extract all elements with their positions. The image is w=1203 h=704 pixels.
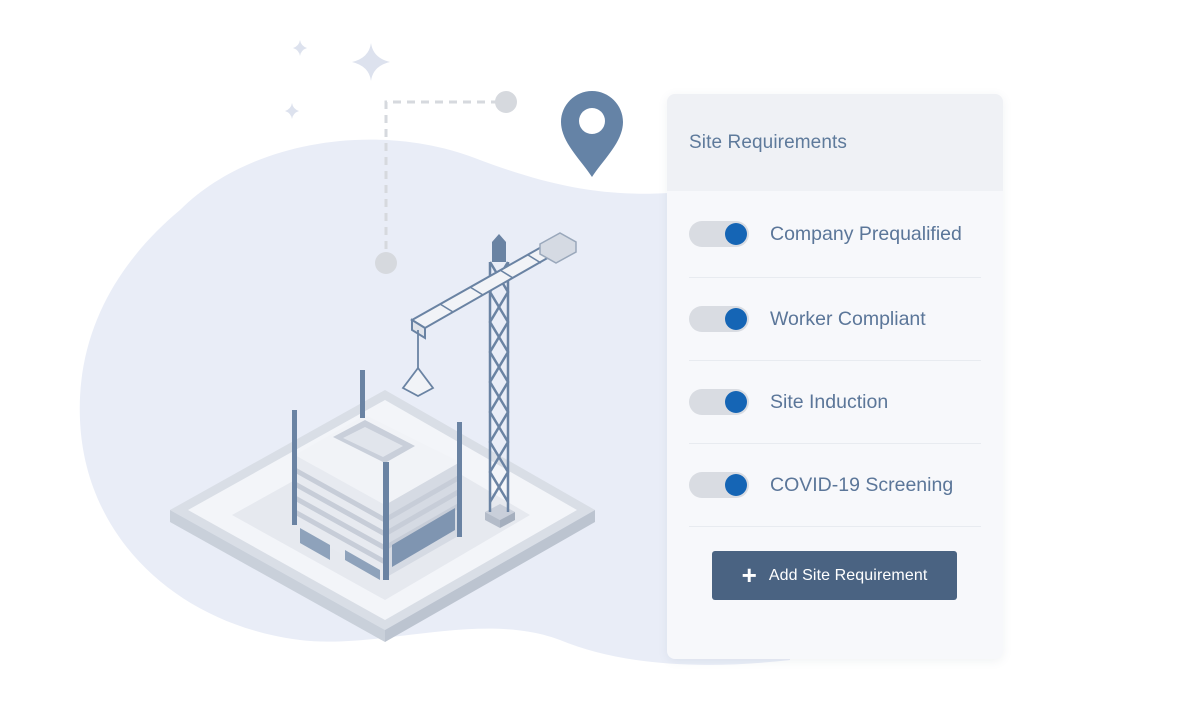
plus-icon: + — [741, 559, 757, 590]
requirement-toggle[interactable] — [689, 389, 749, 415]
panel-header: Site Requirements — [667, 94, 1003, 191]
requirement-row: COVID-19 Screening — [689, 444, 981, 527]
sparkle-icon — [285, 103, 299, 119]
requirement-toggle[interactable] — [689, 472, 749, 498]
requirement-label: Worker Compliant — [770, 307, 926, 330]
toggle-knob — [725, 474, 747, 496]
site-requirements-panel: Site Requirements Company Prequalified W… — [667, 94, 1003, 659]
add-site-requirement-button[interactable]: + Add Site Requirement — [712, 551, 957, 600]
dashed-connector — [384, 100, 505, 263]
building — [292, 370, 462, 580]
tower-crane — [401, 232, 577, 528]
connector-dot — [495, 91, 517, 113]
connector-dot — [375, 252, 397, 274]
toggle-knob — [725, 391, 747, 413]
requirements-list: Company Prequalified Worker Compliant Si… — [667, 191, 1003, 527]
requirement-label: Company Prequalified — [770, 222, 962, 245]
toggle-knob — [725, 223, 747, 245]
requirement-label: Site Induction — [770, 390, 889, 413]
requirement-toggle[interactable] — [689, 221, 749, 247]
sparkle-icon — [293, 40, 307, 56]
requirement-row: Company Prequalified — [689, 191, 981, 278]
requirement-label: COVID-19 Screening — [770, 473, 954, 496]
panel-title: Site Requirements — [689, 131, 847, 153]
location-pin-icon — [561, 91, 623, 177]
requirement-row: Site Induction — [689, 361, 981, 444]
requirement-row: Worker Compliant — [689, 278, 981, 361]
add-button-label: Add Site Requirement — [768, 566, 928, 584]
requirement-toggle[interactable] — [689, 306, 749, 332]
toggle-knob — [725, 308, 747, 330]
sparkle-icon — [352, 43, 390, 81]
